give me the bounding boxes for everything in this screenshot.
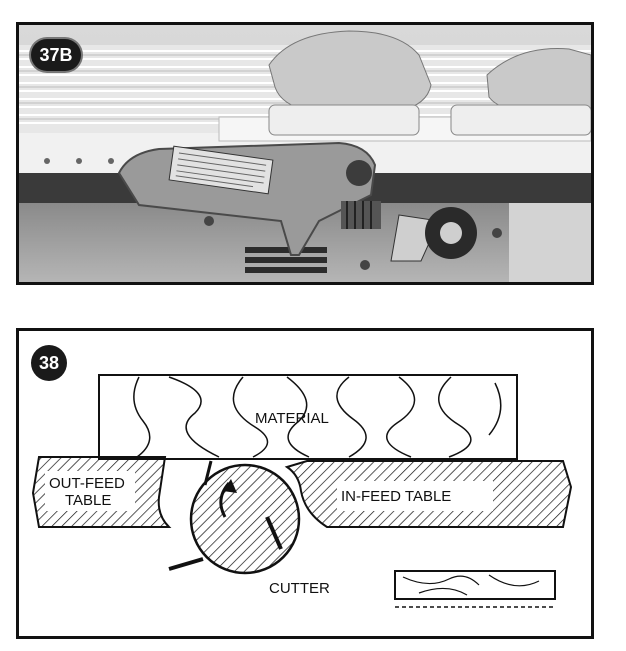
cutter-diagram: MATERIAL OUT-FEED TABLE IN-FEED TABLE CU…: [31, 374, 573, 608]
material-board: [98, 374, 518, 460]
outfeed-label-line1: OUT-FEED: [49, 475, 125, 492]
jointer-photo: [19, 25, 591, 282]
cutter-knife-lower: [168, 557, 204, 571]
right-hand: [486, 48, 591, 116]
warning-label: [168, 145, 274, 195]
push-block-right: [450, 104, 591, 136]
guard-spring: [341, 201, 381, 229]
cutter-knife-right: [265, 516, 283, 550]
figure-37b-badge: 37B: [31, 39, 81, 71]
push-block-left: [268, 104, 420, 136]
cutter-knife-top: [203, 460, 213, 486]
cutter-head: [168, 460, 301, 575]
cutter-label: CUTTER: [269, 580, 330, 597]
outfeed-label-line2: TABLE: [65, 492, 111, 509]
inset-board: [394, 570, 556, 608]
vent-grille: [245, 247, 327, 273]
depth-adjust-knob: [425, 207, 477, 259]
figure-38-panel: MATERIAL OUT-FEED TABLE IN-FEED TABLE CU…: [16, 328, 594, 639]
infeed-label: IN-FEED TABLE: [341, 488, 451, 505]
figure-38-badge: 38: [31, 345, 67, 381]
guard-pivot: [346, 160, 372, 186]
outfeed-label-bg: [45, 471, 135, 511]
figure-37b-panel: 37B: [16, 22, 594, 285]
material-label: MATERIAL: [255, 410, 329, 427]
infeed-label-bg: [337, 481, 493, 511]
